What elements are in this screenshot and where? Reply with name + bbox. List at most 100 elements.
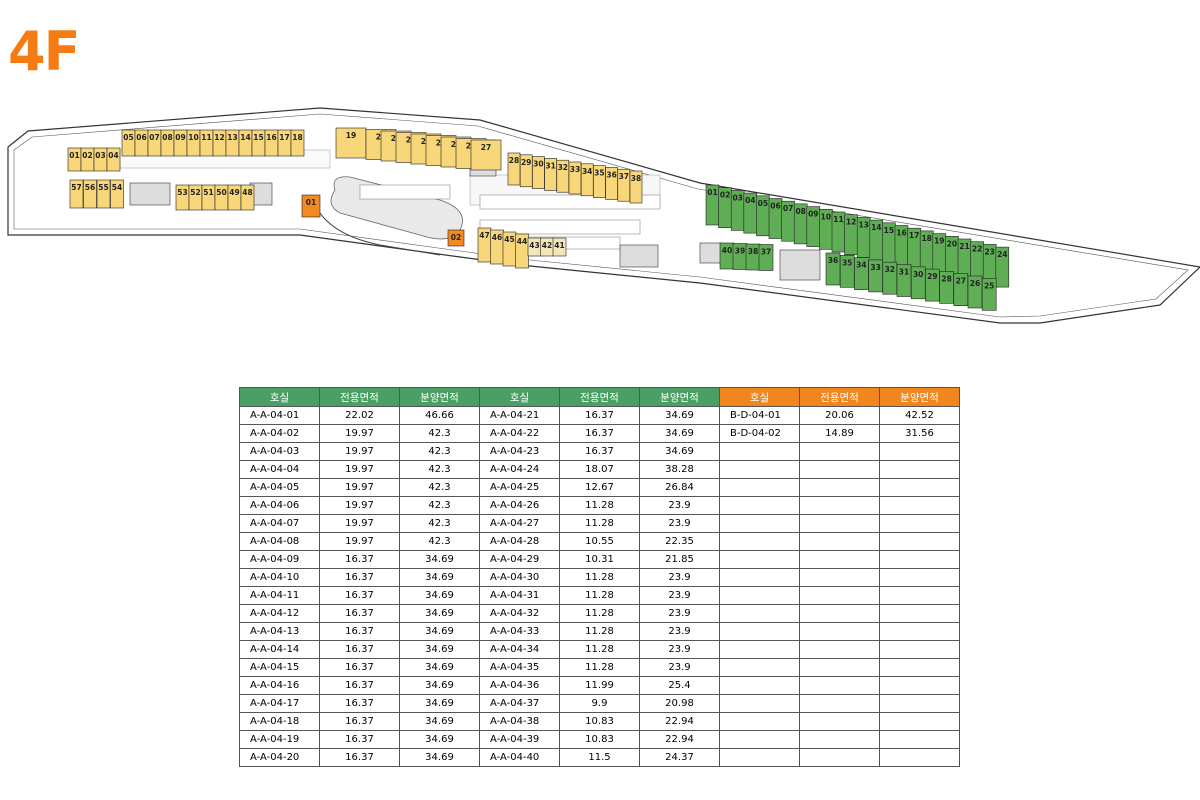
exclusive-area-cell: 16.37 xyxy=(319,676,400,695)
unit-id-cell: A-A-04-35 xyxy=(479,658,560,677)
unit-id-cell xyxy=(719,694,800,713)
exclusive-area-cell: 10.83 xyxy=(559,712,640,731)
sale-area-cell xyxy=(879,658,960,677)
exclusive-area-cell: 10.31 xyxy=(559,550,640,569)
unit-number-label: 07 xyxy=(783,204,793,213)
unit-number-label: 34 xyxy=(582,167,592,176)
unit-number-label: 35 xyxy=(842,258,852,267)
unit-number-label: 26 xyxy=(970,279,980,288)
unit-number-label: 55 xyxy=(98,183,108,192)
unit-id-cell: A-A-04-23 xyxy=(479,442,560,461)
unit-number-label: 25 xyxy=(984,281,994,290)
sale-area-cell: 22.35 xyxy=(639,532,720,551)
header-sale-area-2: 분양면적 xyxy=(639,387,720,407)
unit-number-label: 31 xyxy=(545,161,555,170)
sale-area-cell: 23.9 xyxy=(639,568,720,587)
unit-id-cell xyxy=(719,604,800,623)
exclusive-area-cell: 16.37 xyxy=(319,586,400,605)
unit-block xyxy=(106,147,121,172)
exclusive-area-cell xyxy=(799,532,880,551)
sale-area-cell xyxy=(879,730,960,749)
exclusive-area-cell: 11.99 xyxy=(559,676,640,695)
sale-area-cell xyxy=(879,568,960,587)
exclusive-area-cell: 19.97 xyxy=(319,478,400,497)
unit-number-label: 06 xyxy=(136,133,146,142)
unit-id-cell xyxy=(719,730,800,749)
exclusive-area-cell: 16.37 xyxy=(319,622,400,641)
unit-id-cell: A-A-04-01 xyxy=(239,406,320,425)
unit-id-cell: A-A-04-38 xyxy=(479,712,560,731)
unit-id-cell xyxy=(719,568,800,587)
unit-number-label: 27 xyxy=(481,143,491,152)
exclusive-area-cell: 16.37 xyxy=(559,442,640,461)
unit-id-cell: A-A-04-28 xyxy=(479,532,560,551)
unit-number-label: 45 xyxy=(504,235,514,244)
exclusive-area-cell xyxy=(799,460,880,479)
unit-number-label: 43 xyxy=(529,241,539,250)
exclusive-area-cell: 22.02 xyxy=(319,406,400,425)
exclusive-area-cell: 11.28 xyxy=(559,514,640,533)
header-unit-1: 호실 xyxy=(239,387,320,407)
exclusive-area-cell xyxy=(799,622,880,641)
unit-id-cell: A-A-04-07 xyxy=(239,514,320,533)
unit-number-label: 07 xyxy=(149,133,159,142)
exclusive-area-cell: 19.97 xyxy=(319,514,400,533)
sale-area-cell: 42.52 xyxy=(879,406,960,425)
unit-id-cell: A-A-04-18 xyxy=(239,712,320,731)
exclusive-area-cell: 11.28 xyxy=(559,496,640,515)
unit-number-label: 27 xyxy=(956,277,966,286)
unit-id-cell xyxy=(719,676,800,695)
unit-number-label: 03 xyxy=(95,151,105,160)
unit-id-cell: A-A-04-32 xyxy=(479,604,560,623)
floor-label: 4F xyxy=(8,20,80,83)
exclusive-area-cell xyxy=(799,442,880,461)
exclusive-area-cell: 11.28 xyxy=(559,640,640,659)
unit-id-cell: A-A-04-20 xyxy=(239,748,320,767)
exclusive-area-cell: 11.28 xyxy=(559,586,640,605)
unit-number-label: 21 xyxy=(959,242,969,251)
sale-area-cell: 34.69 xyxy=(399,730,480,749)
unit-id-cell: A-A-04-16 xyxy=(239,676,320,695)
unit-id-cell: A-A-04-03 xyxy=(239,442,320,461)
sale-area-cell: 42.3 xyxy=(399,442,480,461)
unit-id-cell: A-A-04-06 xyxy=(239,496,320,515)
sale-area-cell xyxy=(879,676,960,695)
unit-number-label: 04 xyxy=(745,196,755,205)
unit-id-cell xyxy=(719,532,800,551)
exclusive-area-cell: 16.37 xyxy=(319,730,400,749)
unit-number-label: 34 xyxy=(856,261,866,270)
unit-number-label: 11 xyxy=(833,215,843,224)
sale-area-cell: 34.69 xyxy=(399,586,480,605)
sale-area-cell xyxy=(879,442,960,461)
unit-block xyxy=(335,127,367,159)
exclusive-area-cell: 11.28 xyxy=(559,658,640,677)
unit-number-label: 05 xyxy=(758,199,768,208)
unit-block xyxy=(995,246,1010,288)
sale-area-cell xyxy=(879,514,960,533)
unit-number-label: 44 xyxy=(517,237,527,246)
unit-number-label: 13 xyxy=(227,133,237,142)
unit-id-cell xyxy=(719,712,800,731)
unit-number-label: 36 xyxy=(606,170,616,179)
exclusive-area-cell: 16.37 xyxy=(319,712,400,731)
unit-number-label: 08 xyxy=(162,133,172,142)
unit-number-label: 42 xyxy=(542,241,552,250)
unit-id-cell xyxy=(719,514,800,533)
unit-number-label: 18 xyxy=(292,133,302,142)
unit-number-label: 22 xyxy=(972,245,982,254)
unit-id-cell: A-A-04-08 xyxy=(239,532,320,551)
unit-id-cell: A-A-04-15 xyxy=(239,658,320,677)
unit-number-label: 01 xyxy=(707,188,717,197)
exclusive-area-cell xyxy=(799,550,880,569)
sale-area-cell: 25.4 xyxy=(639,676,720,695)
sale-area-cell: 42.3 xyxy=(399,460,480,479)
unit-block xyxy=(110,179,124,209)
unit-id-cell: A-A-04-02 xyxy=(239,424,320,443)
unit-id-cell xyxy=(719,658,800,677)
unit-id-cell xyxy=(719,460,800,479)
